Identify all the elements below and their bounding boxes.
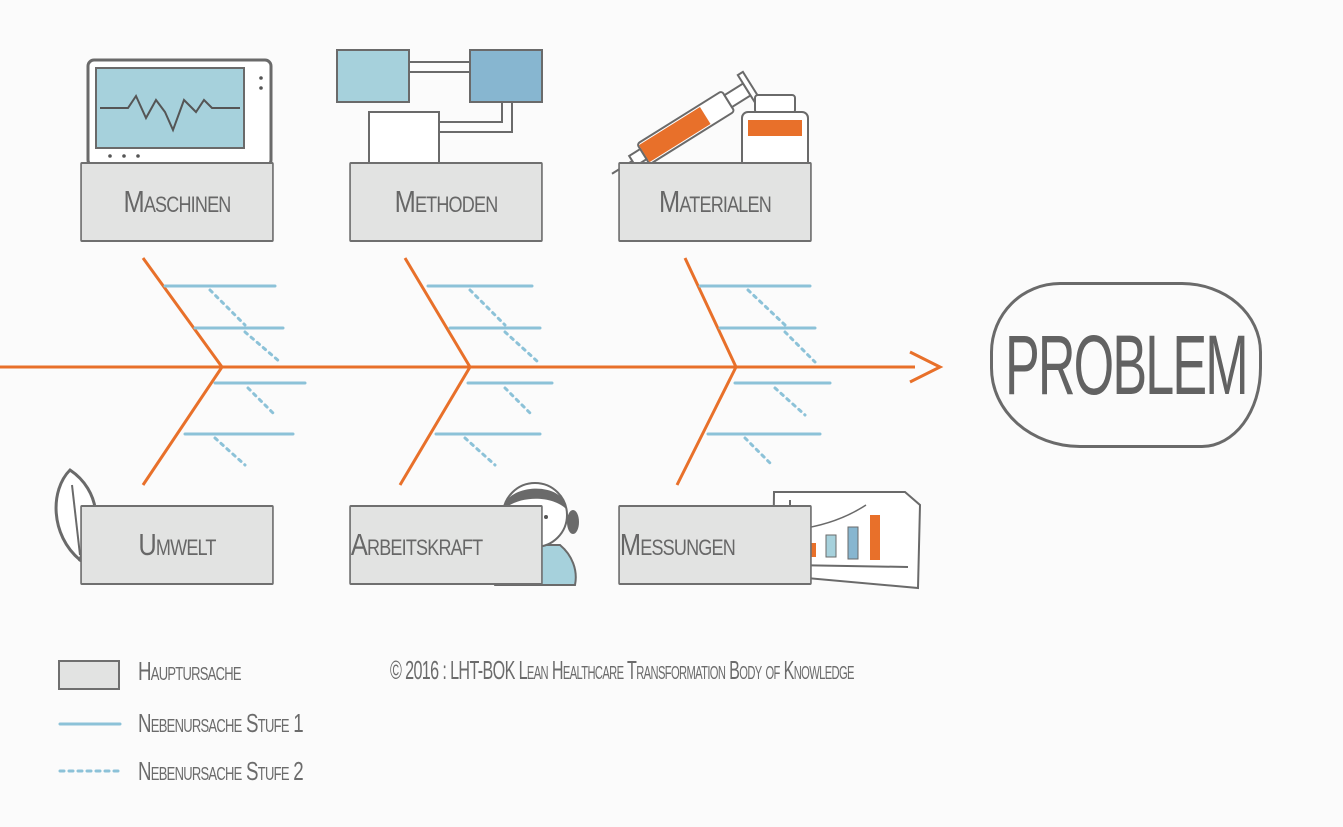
syringe-icon: [611, 70, 763, 175]
flowchart-icon: [336, 49, 543, 167]
category-label: Arbeitskraft: [350, 527, 483, 562]
copyright-text: © 2016 : LHT-BOK Lean Healthcare Transfo…: [390, 655, 855, 685]
category-box-methoden: Methoden: [349, 162, 543, 242]
category-box-messungen: Messungen: [618, 505, 812, 585]
legend-main-cause-swatch: [58, 660, 120, 690]
spine-arrow-head: [909, 350, 944, 384]
sub-causes-level-1: [163, 284, 832, 436]
problem-head: PROBLEM: [990, 282, 1262, 448]
category-label: Methoden: [394, 184, 499, 219]
pill-bottle-icon: [741, 94, 809, 171]
category-box-arbeitskraft: Arbeitskraft: [349, 505, 543, 585]
legend-sub-cause-2-label: Nebenursache Stufe 2: [138, 756, 304, 786]
main-bones: [141, 257, 738, 486]
category-box-maschinen: Maschinen: [80, 162, 274, 242]
problem-label: PROBLEM: [1005, 317, 1249, 412]
category-box-materialen: Materialen: [618, 162, 812, 242]
category-box-umwelt: Umwelt: [80, 505, 274, 585]
category-label: Materialen: [659, 184, 772, 219]
legend-main-cause-label: Hauptursache: [138, 656, 242, 686]
category-label: Messungen: [619, 527, 736, 562]
legend-sub-cause-1-label: Nebenursache Stufe 1: [138, 708, 304, 738]
category-label: Umwelt: [138, 527, 216, 562]
category-label: Maschinen: [123, 184, 231, 219]
monitor-icon: [86, 58, 273, 168]
sub-causes-level-2: [208, 288, 817, 467]
